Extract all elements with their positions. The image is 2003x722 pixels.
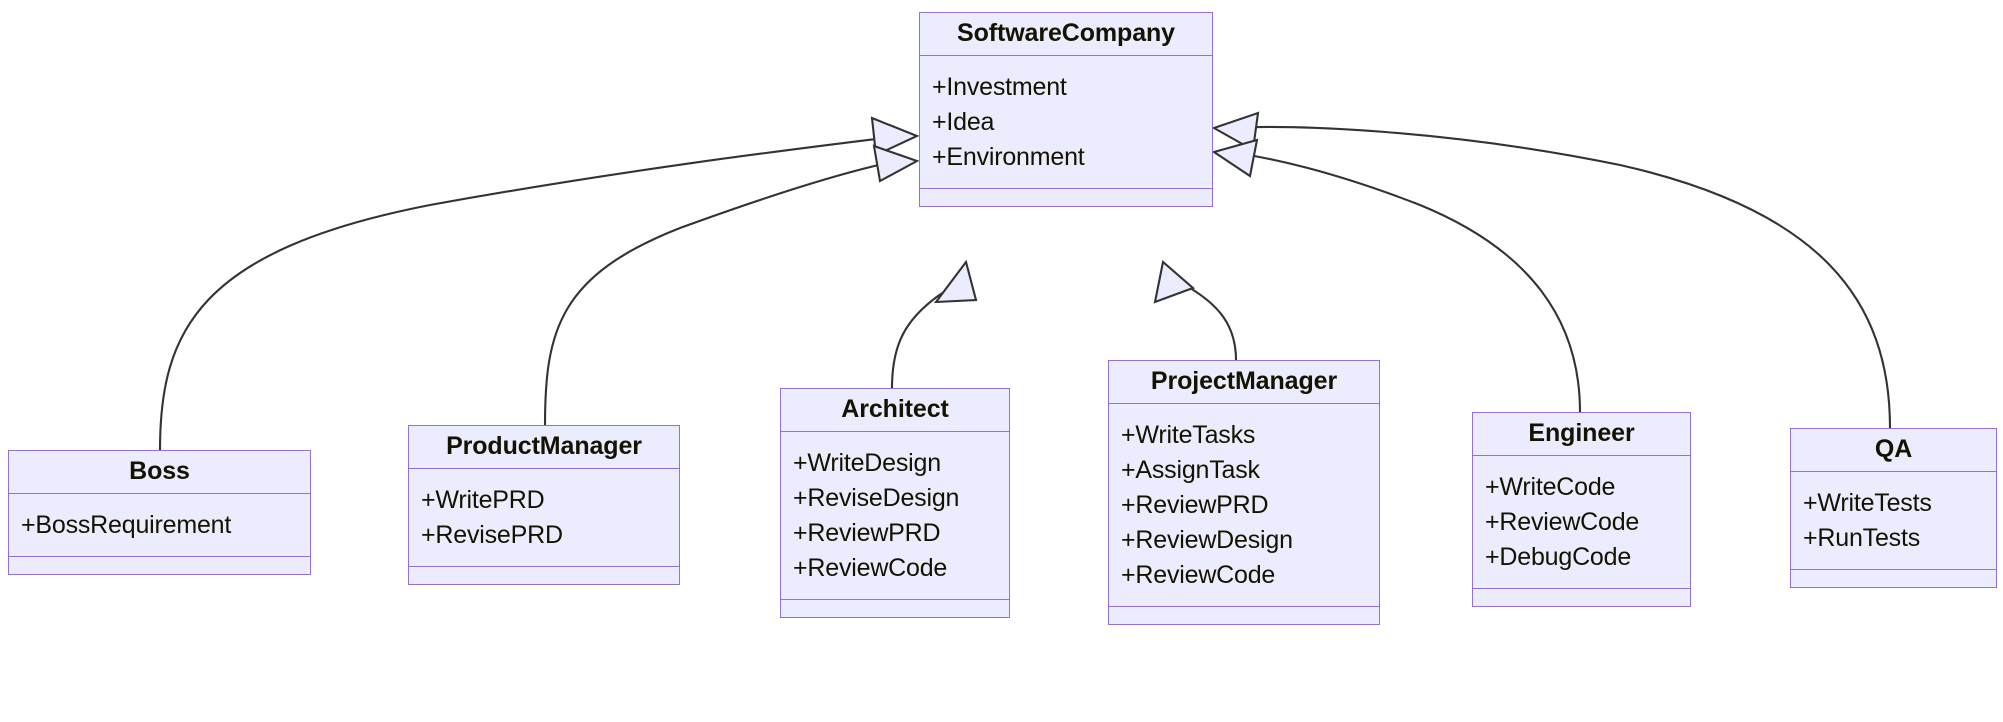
class-methods-boss [9,557,310,574]
class-attribute: +WriteTests [1803,489,1932,518]
class-title-softwarecompany: SoftwareCompany [920,13,1212,57]
class-title-qa: QA [1791,429,1996,473]
class-attributes-engineer: +WriteCode +ReviewCode +DebugCode [1473,456,1690,590]
class-attribute: +ReviseDesign [793,484,960,513]
generalization-arrowhead-engineer [1211,138,1259,178]
edge-productmanager-to-softwarecompany [543,158,903,426]
edge-projectmanager-to-softwarecompany [1168,275,1238,361]
class-title-boss: Boss [9,451,310,495]
class-attributes-softwarecompany: +Investment +Idea +Environment [920,56,1212,190]
class-attribute: +ReviewDesign [1121,526,1293,555]
class-attribute: +WriteTasks [1121,421,1256,450]
class-title-architect: Architect [781,389,1009,433]
class-attribute: +WritePRD [421,486,545,515]
class-methods-qa [1791,570,1996,587]
class-title-productmanager: ProductManager [409,426,679,470]
class-attribute: +WriteDesign [793,449,941,478]
class-title-engineer: Engineer [1473,413,1690,457]
class-attribute: +RevisePRD [421,521,563,550]
class-node-productmanager[interactable]: ProductManager +WritePRD +RevisePRD [408,425,680,586]
generalization-arrowhead-architect [933,259,978,304]
class-attributes-boss: +BossRequirement [9,494,310,558]
class-attribute: +Environment [932,143,1085,172]
class-node-qa[interactable]: QA +WriteTests +RunTests [1790,428,1997,589]
class-attribute: +WriteCode [1485,473,1616,502]
generalization-arrowhead-projectmanager [1153,260,1196,304]
class-attribute: +BossRequirement [21,511,232,540]
generalization-arrowhead-qa [1211,111,1260,152]
class-attribute: +RunTests [1803,524,1921,553]
class-attributes-projectmanager: +WriteTasks +AssignTask +ReviewPRD +Revi… [1109,404,1379,608]
class-attribute: +ReviewPRD [1121,491,1269,520]
class-attribute: +Idea [932,108,995,137]
class-attribute: +ReviewCode [1485,508,1640,537]
class-node-architect[interactable]: Architect +WriteDesign +ReviseDesign +Re… [780,388,1010,619]
class-methods-projectmanager [1109,607,1379,624]
class-node-engineer[interactable]: Engineer +WriteCode +ReviewCode +DebugCo… [1472,412,1691,608]
edge-architect-to-softwarecompany [890,276,961,389]
class-attributes-productmanager: +WritePRD +RevisePRD [409,469,679,568]
class-attribute: +DebugCode [1485,543,1632,572]
class-attributes-architect: +WriteDesign +ReviseDesign +ReviewPRD +R… [781,432,1009,601]
class-methods-architect [781,600,1009,617]
class-attributes-qa: +WriteTests +RunTests [1791,472,1996,571]
generalization-arrowhead-boss [870,116,920,157]
class-attribute: +ReviewCode [793,554,948,583]
class-methods-engineer [1473,589,1690,606]
class-node-boss[interactable]: Boss +BossRequirement [8,450,311,576]
class-node-projectmanager[interactable]: ProjectManager +WriteTasks +AssignTask +… [1108,360,1380,626]
class-node-softwarecompany[interactable]: SoftwareCompany +Investment +Idea +Envir… [919,12,1213,208]
class-attribute: +AssignTask [1121,456,1260,485]
class-title-projectmanager: ProjectManager [1109,361,1379,405]
class-attribute: +ReviewPRD [793,519,941,548]
class-methods-softwarecompany [920,189,1212,206]
generalization-arrowhead-productmanager [872,144,920,183]
class-attribute: +ReviewCode [1121,561,1276,590]
class-methods-productmanager [409,567,679,584]
class-attribute: +Investment [932,73,1067,102]
